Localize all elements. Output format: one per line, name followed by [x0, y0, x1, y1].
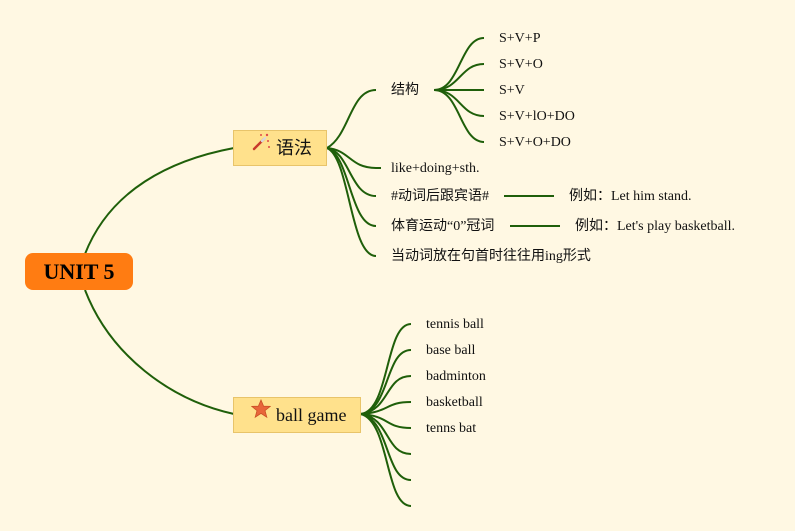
branch-ball-game-label: ball game	[276, 405, 347, 425]
magic-wand-icon	[250, 131, 272, 165]
ball-game-item[interactable]: basketball	[426, 395, 483, 410]
branch-grammar-label: 语法	[276, 138, 312, 158]
rule-like-doing[interactable]: like+doing+sth.	[391, 161, 480, 176]
rule-sport-article[interactable]: 体育运动“0”冠词	[391, 219, 495, 234]
ball-game-item[interactable]: badminton	[426, 369, 486, 384]
ball-game-item[interactable]: tenns bat	[426, 421, 477, 436]
rule-subject-ing[interactable]: 当动词放在句首时往往用ing形式	[391, 249, 591, 264]
rule-verb-object-example[interactable]: 例如：Let him stand.	[569, 189, 692, 204]
structure-item[interactable]: S+V+O+DO	[499, 135, 571, 150]
structure-item[interactable]: S+V+P	[499, 31, 541, 46]
branch-ball-game[interactable]: ball game	[233, 397, 361, 433]
structure-item[interactable]: S+V	[499, 83, 525, 98]
structure-label[interactable]: 结构	[391, 83, 419, 98]
structure-item[interactable]: S+V+lO+DO	[499, 109, 575, 124]
branch-grammar[interactable]: 语法	[233, 130, 327, 166]
central-topic[interactable]: UNIT 5	[25, 253, 133, 290]
structure-item[interactable]: S+V+O	[499, 57, 543, 72]
ball-game-item[interactable]: base ball	[426, 343, 476, 358]
ball-game-item[interactable]: tennis ball	[426, 317, 484, 332]
rule-verb-object[interactable]: #动词后跟宾语#	[391, 189, 489, 204]
rule-sport-article-example[interactable]: 例如：Let's play basketball.	[575, 219, 735, 234]
star-icon	[250, 398, 272, 432]
